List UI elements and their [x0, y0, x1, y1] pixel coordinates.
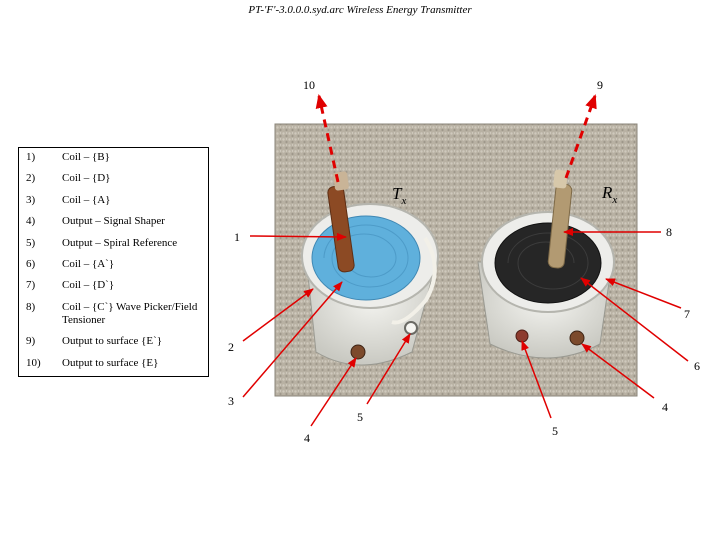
- tx-output-4: [351, 345, 365, 359]
- arrow-1: [250, 236, 346, 237]
- rx-rod-cap: [553, 169, 568, 188]
- callout-5-tx: 5: [357, 410, 363, 424]
- tx-output-5: [405, 322, 417, 334]
- callout-6: 6: [694, 359, 700, 373]
- callout-4-rx: 4: [662, 400, 668, 414]
- callout-3: 3: [228, 394, 234, 408]
- tx-rod-cap: [333, 171, 349, 191]
- callout-10: 10: [303, 78, 315, 92]
- callout-5-rx: 5: [552, 424, 558, 438]
- callout-9: 9: [597, 78, 603, 92]
- callout-8: 8: [666, 225, 672, 239]
- rx-output-5: [516, 330, 528, 342]
- callout-1: 1: [234, 230, 240, 244]
- callout-4-tx: 4: [304, 431, 310, 445]
- callout-7: 7: [684, 307, 690, 321]
- callout-2: 2: [228, 340, 234, 354]
- tx-coil-disc: [312, 216, 420, 300]
- rx-output-4: [570, 331, 584, 345]
